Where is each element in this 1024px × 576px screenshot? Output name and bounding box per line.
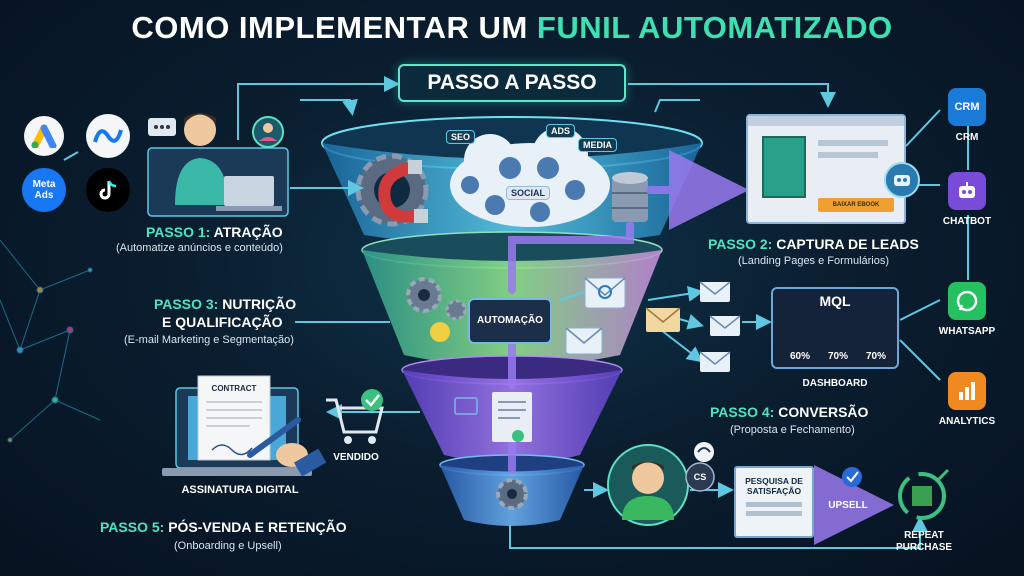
- gauge-2-value: 70%: [827, 351, 848, 362]
- survey-title: PESQUISA DE SATISFAÇÃO: [745, 476, 803, 496]
- chatbot-icon: [948, 172, 986, 210]
- whatsapp-icon: [948, 282, 986, 320]
- assinatura-digital-label: ASSINATURA DIGITAL: [181, 484, 299, 496]
- download-ebook-button[interactable]: BAIXAR EBOOK: [818, 198, 894, 212]
- contract-laptop-icon: [162, 375, 327, 477]
- chat-bubble-icon: [148, 118, 176, 136]
- title-main: COMO IMPLEMENTAR UM: [131, 10, 537, 45]
- survey-line: [746, 502, 802, 507]
- step-1-title: PASSO 1: ATRAÇÃO: [146, 224, 283, 240]
- vendido-label: VENDIDO: [333, 452, 379, 463]
- tag-ads: ADS: [546, 124, 576, 138]
- support-agent-icon: [607, 442, 715, 526]
- step-2-title: PASSO 2: CAPTURA DE LEADS: [708, 236, 919, 252]
- analytics-label: ANALYTICS: [938, 416, 996, 427]
- shopping-cart-icon: [326, 389, 384, 444]
- chatbot-bubble-icon: [884, 162, 920, 198]
- repeat-purchase-icon: [898, 468, 950, 520]
- analytics-icon: [948, 372, 986, 410]
- landing-page-mockup: BAIXAR EBOOK: [746, 114, 906, 224]
- tiktok-icon: [86, 168, 130, 212]
- crm-label: CRM: [955, 132, 979, 143]
- automation-gear-icon: [406, 277, 467, 342]
- mql-title: MQL: [819, 293, 851, 309]
- network-decoration: [0, 239, 101, 443]
- ebook-cover-icon: [762, 136, 806, 198]
- step-4-subtitle: (Proposta e Fechamento): [730, 424, 855, 436]
- step-5-subtitle: (Onboarding e Upsell): [174, 540, 282, 552]
- meta-ads-label: Meta Ads: [32, 179, 56, 201]
- magnet-gear-icon: [355, 153, 429, 227]
- gauge-3-value: 70%: [865, 351, 886, 362]
- mql-dashboard: MQL 60% 70% 70%: [771, 287, 899, 369]
- meta-icon: [86, 114, 130, 158]
- page-title: COMO IMPLEMENTAR UM FUNIL AUTOMATIZADO: [0, 10, 1024, 46]
- profile-bubble-icon: [252, 116, 284, 148]
- survey-check-icon: [842, 467, 862, 487]
- tag-social: SOCIAL: [506, 186, 551, 200]
- title-accent: FUNIL AUTOMATIZADO: [536, 10, 893, 45]
- person-laptop-icon: [147, 113, 289, 217]
- automation-box: AUTOMAÇÃO: [468, 298, 552, 344]
- database-icon: [612, 172, 648, 222]
- repeat-purchase-label: REPEAT PURCHASE: [895, 530, 953, 553]
- meta-ads-icon: Meta Ads: [22, 168, 66, 212]
- connector-arrows: [63, 76, 969, 549]
- email-icons: [565, 277, 741, 372]
- whatsapp-label: WHATSAPP: [938, 326, 996, 337]
- retention-gear-icon: [496, 478, 528, 510]
- step-3-title: PASSO 3: NUTRIÇÃO: [154, 296, 297, 312]
- step-5-title: PASSO 5: PÓS-VENDA E RETENÇÃO: [100, 519, 347, 535]
- tag-seo: SEO: [446, 130, 476, 144]
- passo-a-passo-header: PASSO A PASSO: [398, 64, 626, 102]
- cs-badge: CS: [693, 472, 707, 482]
- step-1-subtitle: (Automatize anúncios e conteúdo): [116, 242, 283, 254]
- survey-line-2: [746, 511, 802, 516]
- contract-doc-label: CONTRACT: [211, 384, 257, 393]
- form-lines: [818, 140, 888, 146]
- chatbot-label: CHATBOT: [942, 216, 992, 227]
- landing-topbar: [748, 116, 904, 126]
- proposal-doc-icon: [454, 392, 532, 442]
- social-cloud: [450, 127, 610, 227]
- dashboard-label: DASHBOARD: [802, 378, 868, 389]
- satisfaction-survey: PESQUISA DE SATISFAÇÃO: [734, 466, 814, 538]
- tag-media: MEDIA: [578, 138, 617, 152]
- form-lines-2: [818, 152, 878, 158]
- step-3-title-line2: E QUALIFICAÇÃO: [162, 314, 283, 330]
- flow-pipes: [508, 150, 894, 545]
- crm-icon: CRM: [948, 88, 986, 126]
- upsell-label: UPSELL: [828, 500, 868, 511]
- gauge-1-value: 60%: [789, 351, 810, 362]
- google-ads-icon: [24, 116, 64, 156]
- step-4-title: PASSO 4: CONVERSÃO: [710, 404, 869, 420]
- step-3-subtitle: (E-mail Marketing e Segmentação): [124, 334, 294, 346]
- step-2-subtitle: (Landing Pages e Formulários): [738, 255, 890, 267]
